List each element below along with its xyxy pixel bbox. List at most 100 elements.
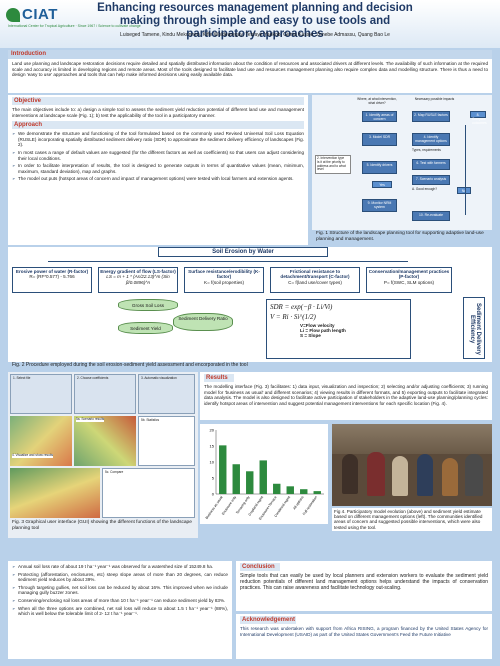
velocity-equation: V = Ri · Si^(1/2) — [270, 313, 316, 321]
gui-label-compare: 5c. Compare — [105, 470, 124, 474]
approach-list: We demonstrate the structure and functio… — [12, 131, 304, 182]
flow-step-4: 4. Identify management options — [412, 133, 450, 146]
chart-bar — [286, 486, 294, 494]
approach-heading: Approach — [12, 121, 304, 130]
results-panel: Results The modelling interface (Fig. 3)… — [200, 372, 492, 420]
flow-step-2: 2. Map RUSLE factors — [412, 111, 450, 122]
k-factor-box: Surface resistance/erodibility (K-factor… — [184, 267, 264, 293]
results-heading: Results — [204, 374, 234, 382]
fig4-caption: Fig 4. Participatory model evolution (ab… — [332, 508, 492, 531]
c-factor-formula: C= f(land use/cover types) — [288, 279, 342, 285]
chart-bar — [246, 471, 254, 494]
sediment-yield: Sediment Yield — [118, 322, 173, 334]
flow-col1-label: Where, at what intervention, what driver… — [357, 97, 397, 105]
acknowledgement-heading: Acknowledgement — [240, 616, 296, 624]
approach-item: In order to facilitate interpretation of… — [12, 163, 304, 174]
chart-bar — [273, 483, 281, 494]
y-tick-label: 15 — [210, 444, 215, 449]
x-tick-label: Full restoration — [302, 495, 318, 516]
flow-side-box: 8. Compare outcomes — [470, 111, 487, 125]
sde-label: Sediment Delivery Efficiency — [469, 302, 481, 356]
flow-col2-label: Necessary possible impacts — [414, 97, 455, 101]
r-factor-formula: R= (RF*0.577) - 5.766 — [29, 274, 75, 280]
gui-label-scenario: 5a. Scenario results — [76, 417, 105, 422]
gui-label-visual: 3. Automatic visualization — [141, 376, 177, 380]
photo-background — [332, 424, 492, 454]
gui-map-1: 4. Visualize and show results — [10, 416, 72, 466]
flow-step-1: 1. Identify areas of concern — [362, 111, 397, 122]
legend-velocity: V=Flow velocity — [300, 323, 335, 328]
p-factor-box: Conservation/management practices (P-fac… — [366, 267, 452, 293]
flow-note-types: Types, requirements — [412, 148, 441, 152]
chart-bar — [232, 464, 240, 494]
gui-panel-3: 3. Automatic visualization — [138, 374, 195, 414]
gui-compare: 5c. Compare — [102, 468, 195, 518]
flow-no: No — [457, 187, 471, 194]
k-factor-title: Surface resistance/erodibility (K-factor… — [188, 269, 260, 280]
ciat-logo: CIAT International Center for Tropical A… — [6, 6, 141, 32]
y-tick-label: 10 — [210, 460, 215, 465]
flow-step-5: 5. Identify drivers — [362, 161, 397, 174]
y-tick-label: 20 — [210, 428, 215, 433]
c-factor-box: Frictional resistance to detachment/tran… — [270, 267, 360, 293]
photo-person — [465, 454, 483, 496]
flow-yes: Yes — [372, 181, 392, 188]
r-factor-title: Erosive power of water (R-factor) — [15, 269, 89, 274]
p-factor-title: Conservation/management practices (P-fac… — [368, 269, 450, 280]
chart-bar — [313, 491, 321, 494]
introduction-body: Land use planning and landscape restorat… — [12, 61, 488, 78]
erosion-diagram: Soil Erosion by Water Erosive power of w… — [8, 247, 492, 362]
introduction-heading: Introduction — [8, 50, 492, 59]
gui-label-stats: 5b. Statistics — [141, 418, 160, 422]
flow-return-line — [465, 125, 466, 215]
c-factor-title: Frictional resistance to detachment/tran… — [280, 269, 350, 280]
logo-subtitle: International Center for Tropical Agricu… — [8, 24, 141, 28]
chart-bar — [219, 445, 227, 494]
approach-item: In most cases a range of default values … — [12, 150, 304, 161]
poster-title: Enhancing resources management planning … — [97, 2, 413, 40]
legend-slope: S = Slope — [300, 333, 321, 338]
acknowledgement-panel: Acknowledgement This research was undert… — [236, 614, 492, 659]
ls-factor-formula: LS = m + 1 * (As/22.13)^m (Sin β/0.0896)… — [106, 274, 170, 285]
sdr-equation: SDR = exp(−β · Li/Vi) — [270, 303, 333, 311]
fig3-gui: 1. Select file 2. Choose coefficients 3.… — [8, 372, 198, 538]
flow-note-intervention-title: 2. Intervention type — [317, 156, 345, 160]
participatory-photo — [332, 424, 492, 506]
objective-body: The main objectives include to: a) desig… — [12, 107, 304, 118]
approach-item: The model out puts (hotspot areas of con… — [12, 176, 304, 182]
logo-text: CIAT — [22, 6, 58, 23]
conclusion-panel: Conclusion Simple tools that can easily … — [236, 561, 492, 611]
gui-label-results: 4. Visualize and show results — [12, 453, 54, 458]
flow-step-3: 3. Model SDR — [362, 133, 397, 146]
conclusion-body: Simple tools that can easily be used by … — [240, 573, 488, 591]
fig1-flowchart: Where, at what intervention, what driver… — [312, 95, 492, 230]
r-factor-box: Erosive power of water (R-factor) R= (RF… — [12, 267, 92, 293]
erosion-heading: Soil Erosion by Water — [158, 247, 328, 257]
objective-heading: Objective — [12, 97, 304, 105]
approach-item: We demonstrate the structure and functio… — [12, 131, 304, 148]
flow-note-intervention: 2. Intervention type Is it at the priori… — [315, 155, 351, 175]
gui-panel-2: 2. Choose coefficients — [74, 374, 136, 414]
y-tick-label: 5 — [212, 476, 215, 481]
poster-banner: CIAT International Center for Tropical A… — [0, 0, 500, 48]
photo-person — [392, 456, 408, 496]
finding-item: Through targeting gullies, net soil loss… — [12, 585, 228, 596]
findings-panel: Annual soil loss rate of about 19 t ha⁻¹… — [8, 561, 232, 659]
poster-authors: Luiseged Tamene, Kindu Mekonnen, Kifle W… — [120, 32, 390, 38]
legend-flow-path: Li = Flow path length — [300, 328, 346, 333]
flow-step-9: 9. Monitor NRM system — [362, 199, 397, 212]
gui-panel-1: 1. Select file — [10, 374, 72, 414]
ls-factor-title: Energy gradient of flow (LS-factor) — [100, 269, 176, 274]
flow-note-intervention-body: Is it at the priority to address and to … — [317, 159, 346, 172]
fig1-caption: Fig. 1 Structure of the landscape planni… — [316, 231, 484, 242]
conclusion-heading: Conclusion — [240, 563, 280, 571]
photo-person — [442, 458, 458, 496]
ls-factor-box: Energy gradient of flow (LS-factor) LS =… — [98, 267, 178, 293]
chart-bar — [259, 460, 267, 494]
gui-map-3 — [10, 468, 100, 518]
sediment-delivery-ratio: Sediment Delivery Ratio — [173, 313, 233, 331]
finding-item: When all the three options are combined,… — [12, 606, 228, 617]
fig2-caption: Fig. 2 Procedure employed during the soi… — [12, 362, 248, 368]
fig3-caption: Fig. 3 Graphical user interface (GUI) sh… — [12, 520, 192, 531]
